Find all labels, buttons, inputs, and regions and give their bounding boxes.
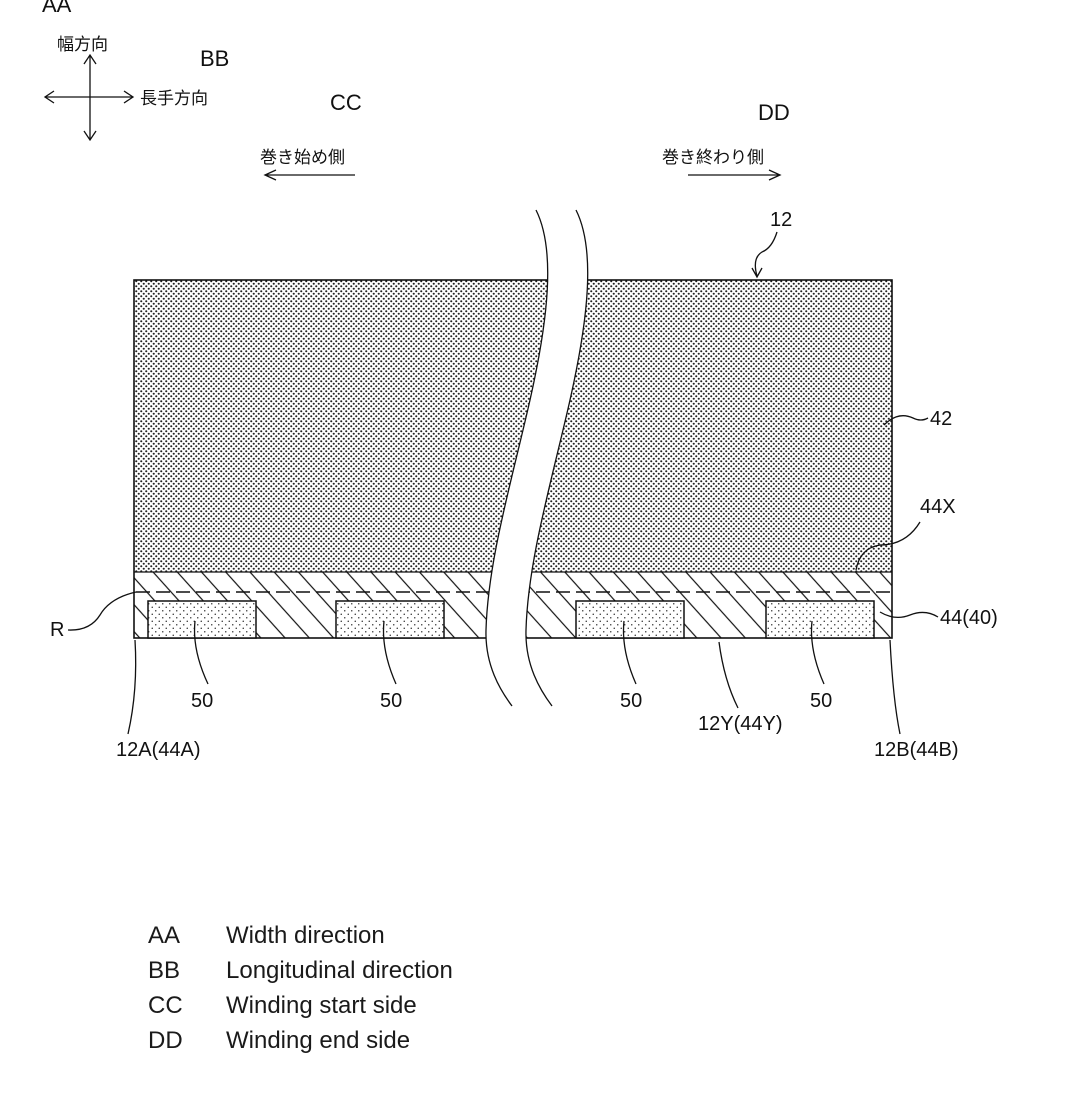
ref-12a-label: 12A(44A) [116,739,201,761]
winding-end-arrow [688,170,780,180]
label-dd: DD [758,100,790,125]
direction-cross-arrows [45,55,133,140]
legend-code: CC [148,992,183,1019]
width-direction-label: 幅方向 [57,35,108,55]
label-cc: CC [330,90,362,115]
legend-code: BB [148,957,180,984]
ref-50-label: 50 [810,690,832,712]
ref-42-label: 42 [930,408,952,430]
winding-start-label: 巻き始め側 [260,148,345,168]
ref-50-label: 50 [620,690,642,712]
legend-text: Longitudinal direction [226,957,453,984]
winding-start-arrow [265,170,355,180]
component-50-box [336,601,444,638]
ref-44-40-label: 44(40) [940,607,998,629]
legend-text: Winding start side [226,992,417,1019]
legend-text: Width direction [226,922,385,949]
longitudinal-direction-label: 長手方向 [140,89,208,109]
ref-12y-leader [719,642,738,708]
legend-code: DD [148,1027,183,1054]
label-aa: AA [42,0,72,17]
legend-code: AA [148,922,180,949]
ref-12y-label: 12Y(44Y) [698,713,783,735]
ref-r-leader [68,592,136,630]
winding-end-label: 巻き終わり側 [662,148,764,168]
ref-50-label: 50 [191,690,213,712]
ref-50-label: 50 [380,690,402,712]
component-50-box [148,601,256,638]
legend-text: Winding end side [226,1027,410,1054]
ref-12-label: 12 [770,209,792,231]
label-bb: BB [200,46,229,71]
ref-44x-label: 44X [920,496,956,518]
ref-12a-leader [128,640,136,734]
legend: AA Width direction BB Longitudinal direc… [148,922,453,1054]
ref-r-label: R [50,619,64,641]
component-50-box [576,601,684,638]
ref-12b-leader [890,640,900,734]
ref-12b-label: 12B(44B) [874,739,959,761]
longitudinal-direction-arrow [45,91,133,103]
component-50-box [766,601,874,638]
ref-12-leader-arrow [752,232,777,277]
